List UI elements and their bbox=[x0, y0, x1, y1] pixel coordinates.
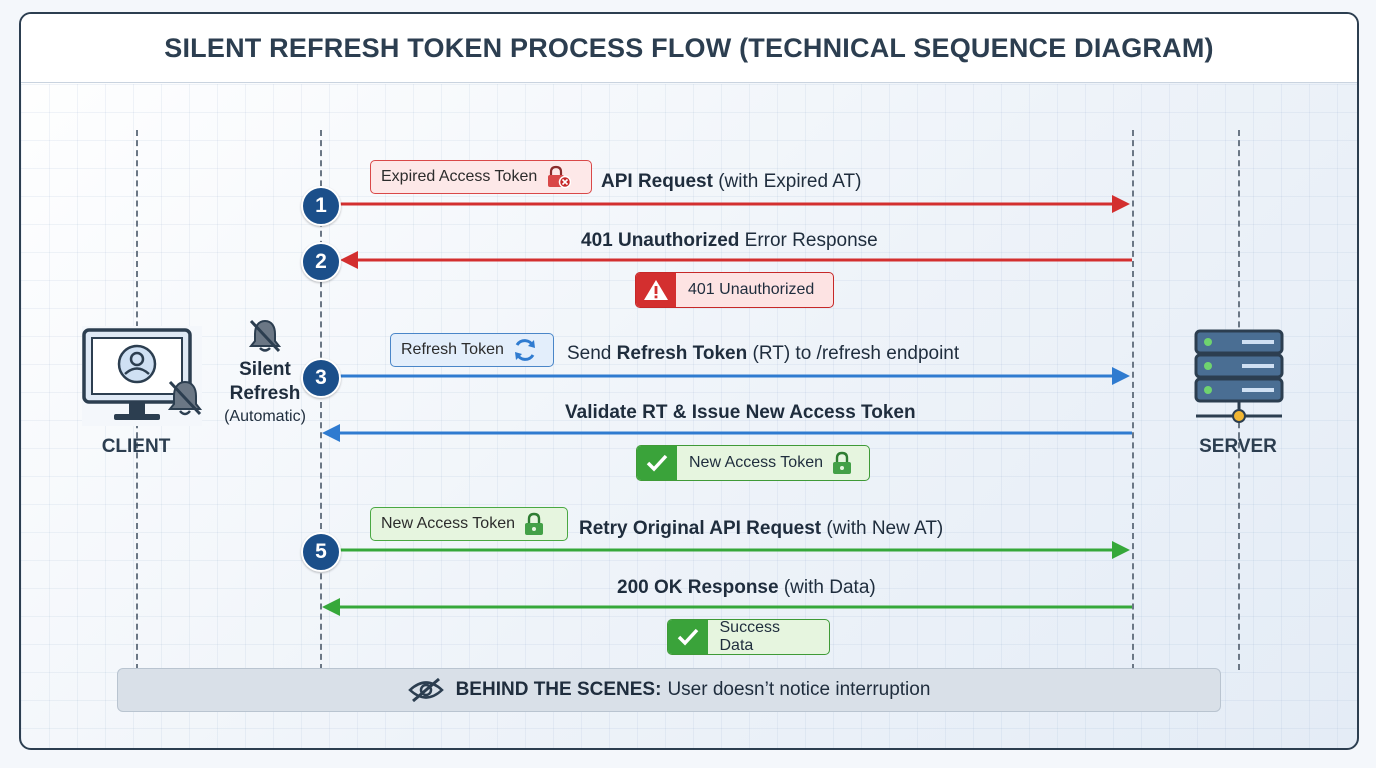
arrow-step-6 bbox=[322, 598, 1132, 616]
step-5-message: Retry Original API Request (with New AT) bbox=[579, 518, 943, 540]
server-inner-lifeline bbox=[1132, 130, 1134, 670]
step-1-message-rest: (with Expired AT) bbox=[712, 171, 862, 192]
title-bar: SILENT REFRESH TOKEN PROCESS FLOW (TECHN… bbox=[21, 14, 1357, 83]
arrow-step-1 bbox=[322, 195, 1130, 213]
client-inner-lifeline bbox=[320, 130, 322, 670]
step-1-message: API Request (with Expired AT) bbox=[601, 171, 861, 193]
step-3-message-rest: (RT) to /refresh endpoint bbox=[747, 343, 960, 364]
step-6-message-bold: 200 OK Response bbox=[617, 577, 779, 598]
step-6-message-rest: (with Data) bbox=[778, 577, 876, 598]
step-1-circle: 1 bbox=[301, 186, 341, 226]
step-6-message: 200 OK Response (with Data) bbox=[617, 577, 876, 599]
step-2-message-bold: 401 Unauthorized bbox=[581, 230, 740, 251]
expired-token-chip-label: Expired Access Token bbox=[381, 168, 538, 185]
eye-off-icon bbox=[407, 677, 444, 703]
footer-text: User doesn’t notice interruption bbox=[667, 679, 931, 700]
step-2-circle: 2 bbox=[301, 242, 341, 282]
step-3-message: Send Refresh Token (RT) to /refresh endp… bbox=[567, 343, 959, 365]
arrow-step-3 bbox=[322, 367, 1130, 385]
step-4-message: Validate RT & Issue New Access Token bbox=[565, 402, 916, 424]
silent-line2: Refresh bbox=[229, 383, 301, 404]
refresh-icon bbox=[512, 337, 538, 363]
unauthorized-badge-label: 401 Unauthorized bbox=[688, 281, 815, 298]
step-2-message-rest: Error Response bbox=[739, 230, 878, 251]
silent-line3: (Automatic) bbox=[224, 408, 306, 425]
silent-line1: Silent bbox=[239, 359, 291, 380]
diagram-title: SILENT REFRESH TOKEN PROCESS FLOW (TECHN… bbox=[164, 32, 1214, 63]
new-token-badge: New Access Token bbox=[636, 445, 870, 481]
expired-token-chip: Expired Access Token bbox=[370, 160, 592, 194]
new-token-badge-label: New Access Token bbox=[689, 454, 823, 471]
server-rack-icon bbox=[1192, 328, 1286, 424]
footer-bold: BEHIND THE SCENES: bbox=[455, 679, 662, 700]
warning-icon bbox=[636, 273, 676, 307]
step-2-message: 401 Unauthorized Error Response bbox=[581, 230, 878, 252]
new-token-chip-label: New Access Token bbox=[381, 515, 515, 532]
step-5-message-bold: Retry Original API Request bbox=[579, 518, 822, 539]
lock-error-icon bbox=[545, 165, 572, 189]
silent-refresh-label: Silent Refresh (Automatic) bbox=[210, 358, 320, 428]
silent-bell-icon bbox=[248, 318, 282, 354]
arrow-step-2 bbox=[340, 251, 1132, 269]
step-1-message-bold: API Request bbox=[601, 171, 713, 192]
arrow-step-5 bbox=[322, 541, 1130, 559]
checkmark-icon bbox=[668, 620, 708, 654]
success-data-badge: Success Data bbox=[667, 619, 830, 655]
step-5-message-rest: (with New AT) bbox=[821, 518, 944, 539]
checkmark-icon bbox=[637, 446, 677, 480]
step-4-message-bold: Validate RT & Issue New Access Token bbox=[565, 402, 916, 423]
refresh-token-chip-label: Refresh Token bbox=[401, 341, 504, 358]
new-token-chip: New Access Token bbox=[370, 507, 568, 541]
step-3-message-pre: Send bbox=[567, 343, 617, 364]
lock-green-icon bbox=[523, 512, 545, 536]
step-3-message-bold: Refresh Token bbox=[616, 343, 748, 364]
success-data-badge-label: Success Data bbox=[719, 619, 780, 654]
behind-the-scenes-banner: BEHIND THE SCENES: User doesn’t notice i… bbox=[117, 668, 1221, 712]
bell-muted-icon bbox=[166, 378, 204, 418]
arrow-step-4 bbox=[322, 424, 1132, 442]
lock-green-icon bbox=[831, 451, 853, 475]
server-label: SERVER bbox=[1199, 436, 1277, 457]
step-5-circle: 5 bbox=[301, 532, 341, 572]
unauthorized-badge: 401 Unauthorized bbox=[635, 272, 834, 308]
step-3-circle: 3 bbox=[301, 358, 341, 398]
refresh-token-chip: Refresh Token bbox=[390, 333, 554, 367]
client-monitor-icon bbox=[82, 326, 202, 426]
client-label: CLIENT bbox=[101, 436, 171, 457]
